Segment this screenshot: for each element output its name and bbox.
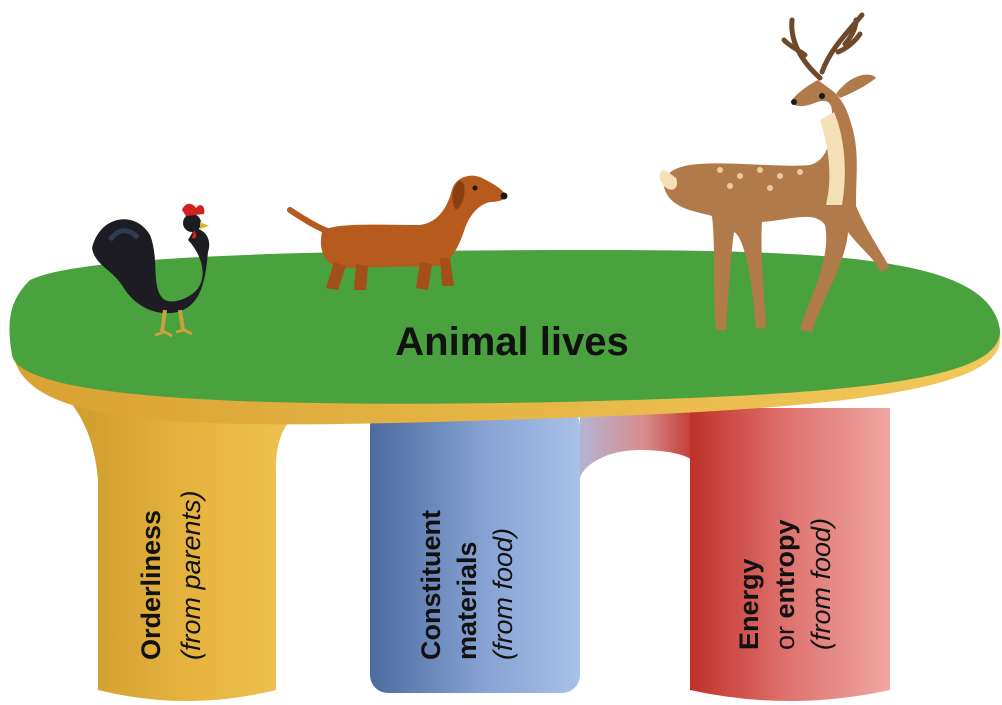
pillar-label-orderliness-source: (from parents) <box>176 490 206 660</box>
pillar-label-materials-bold-2: materials <box>452 541 482 660</box>
pillar-label-orderliness: Orderliness (from parents) <box>136 490 206 660</box>
deer-icon <box>659 12 890 332</box>
pillar-label-energy-source: (from food) <box>806 518 836 650</box>
dachshund-icon <box>287 175 508 290</box>
pillar-label-materials-bold-1: Constituent <box>416 510 446 660</box>
pillar-materials <box>370 408 700 693</box>
pillar-label-energy-entropy: entropy <box>770 519 800 618</box>
pillar-label-materials-source: (from food) <box>488 528 518 660</box>
pillar-label-energy-bold: Energy <box>734 558 764 650</box>
platform-title: Animal lives <box>395 320 628 364</box>
pillar-label-materials: Constituent materials (from food) <box>416 510 518 660</box>
pillar-energy <box>690 408 890 701</box>
pillar-orderliness <box>40 375 330 701</box>
pillar-label-energy-line2: or entropy <box>770 519 800 650</box>
pillar-label-energy: Energy or entropy (from food) <box>734 518 836 650</box>
pillar-label-energy-or: or <box>770 618 800 650</box>
pillar-label-orderliness-bold: Orderliness <box>136 510 166 660</box>
rooster-icon <box>92 203 210 338</box>
